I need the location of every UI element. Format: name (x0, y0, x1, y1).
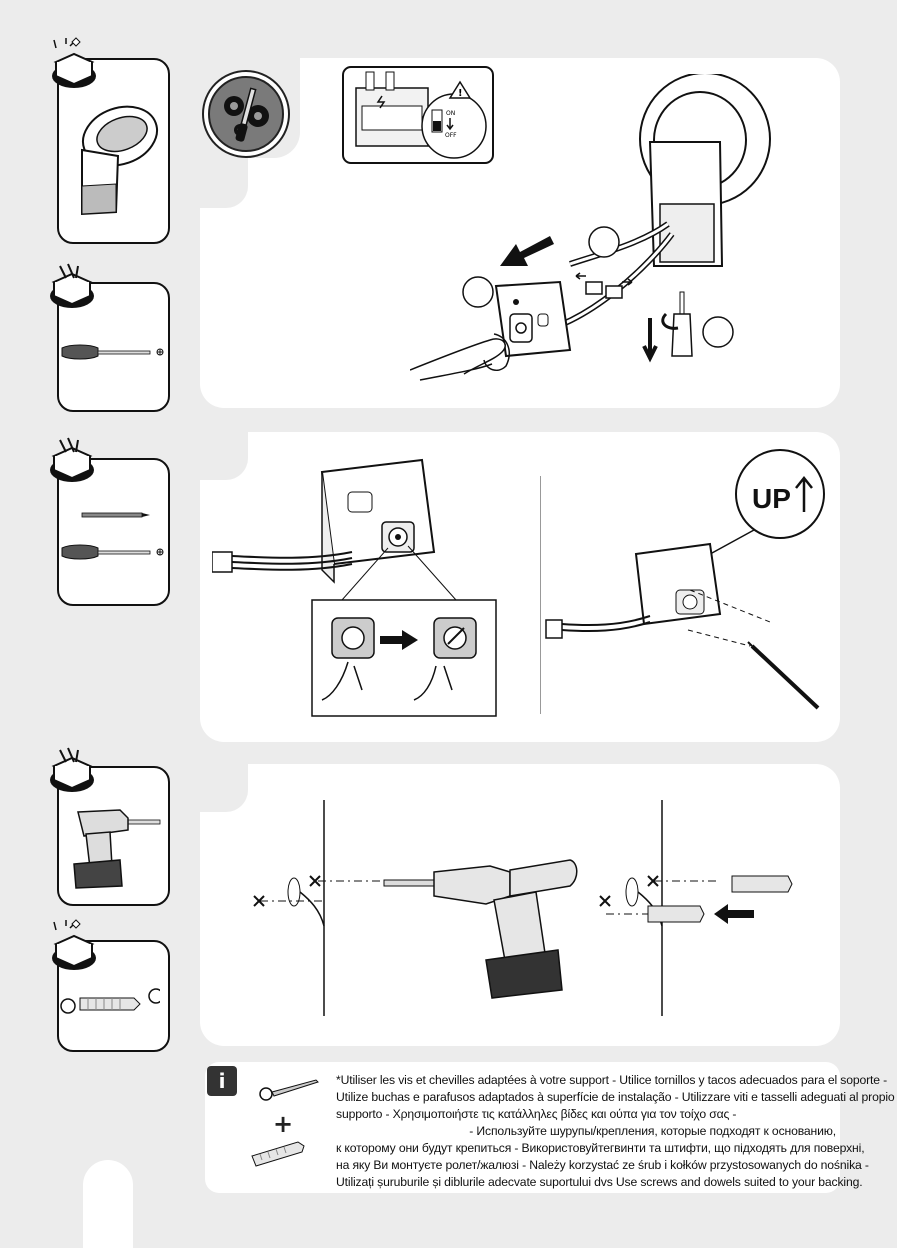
note-text: *Utiliser les vis et chevilles adaptées … (336, 1072, 895, 1191)
step2-panel (200, 432, 840, 742)
power-drill-icon (70, 806, 162, 892)
tools-box-icon (42, 436, 102, 484)
note-line: supporto - Χρησιμοποιήστε τις κατάλληλες… (336, 1107, 737, 1121)
note-line: Utilizați șuruburile și diblurile adecva… (336, 1175, 863, 1189)
note-line: Utilize buchas e parafusos adaptados à s… (336, 1090, 895, 1104)
step3-drilling-illustration (240, 800, 820, 1020)
switch-on-label: ON (446, 110, 455, 117)
step2-panel-tab (200, 432, 248, 480)
note-line: *Utiliser les vis et chevilles adaptées … (336, 1073, 888, 1087)
page-number-tab (83, 1160, 133, 1248)
step2-up-marking-illustration: UP (540, 440, 830, 720)
note-line: на яку Ви монтуєте ролет/жалюзі - Należy… (336, 1158, 869, 1172)
phillips-screwdriver-icon (60, 542, 164, 562)
phillips-screwdriver-icon (60, 342, 164, 362)
step1-wiring-illustration (410, 74, 780, 394)
warning-symbol: ! (458, 88, 463, 99)
unbox-icon (44, 916, 104, 976)
tools-box-icon (42, 746, 102, 794)
up-label: UP (752, 483, 791, 514)
dowel-icon (248, 1136, 308, 1170)
step2-tools-card (57, 458, 170, 606)
pencil-icon (80, 510, 152, 520)
tools-box-icon (42, 262, 102, 310)
screw-icon (258, 1076, 322, 1102)
fan-heater-product-icon (72, 96, 162, 226)
power-switch-diagram: ! ON OFF (342, 66, 494, 164)
tools-gear-badge-icon (200, 68, 292, 160)
wall-plug-icon (60, 986, 160, 1016)
note-line: к которому они будут крепиться - Викорис… (336, 1141, 865, 1155)
info-badge: i (207, 1066, 237, 1096)
switch-off-label: OFF (445, 132, 457, 139)
step2-divider (540, 476, 541, 714)
unbox-icon (44, 34, 104, 94)
note-line: - Используйте шурупы/крепления, которые … (469, 1124, 836, 1138)
step2-bracket-illustration (212, 452, 502, 720)
plus-sign: + (273, 1110, 294, 1138)
step3-panel-tab (200, 764, 248, 812)
